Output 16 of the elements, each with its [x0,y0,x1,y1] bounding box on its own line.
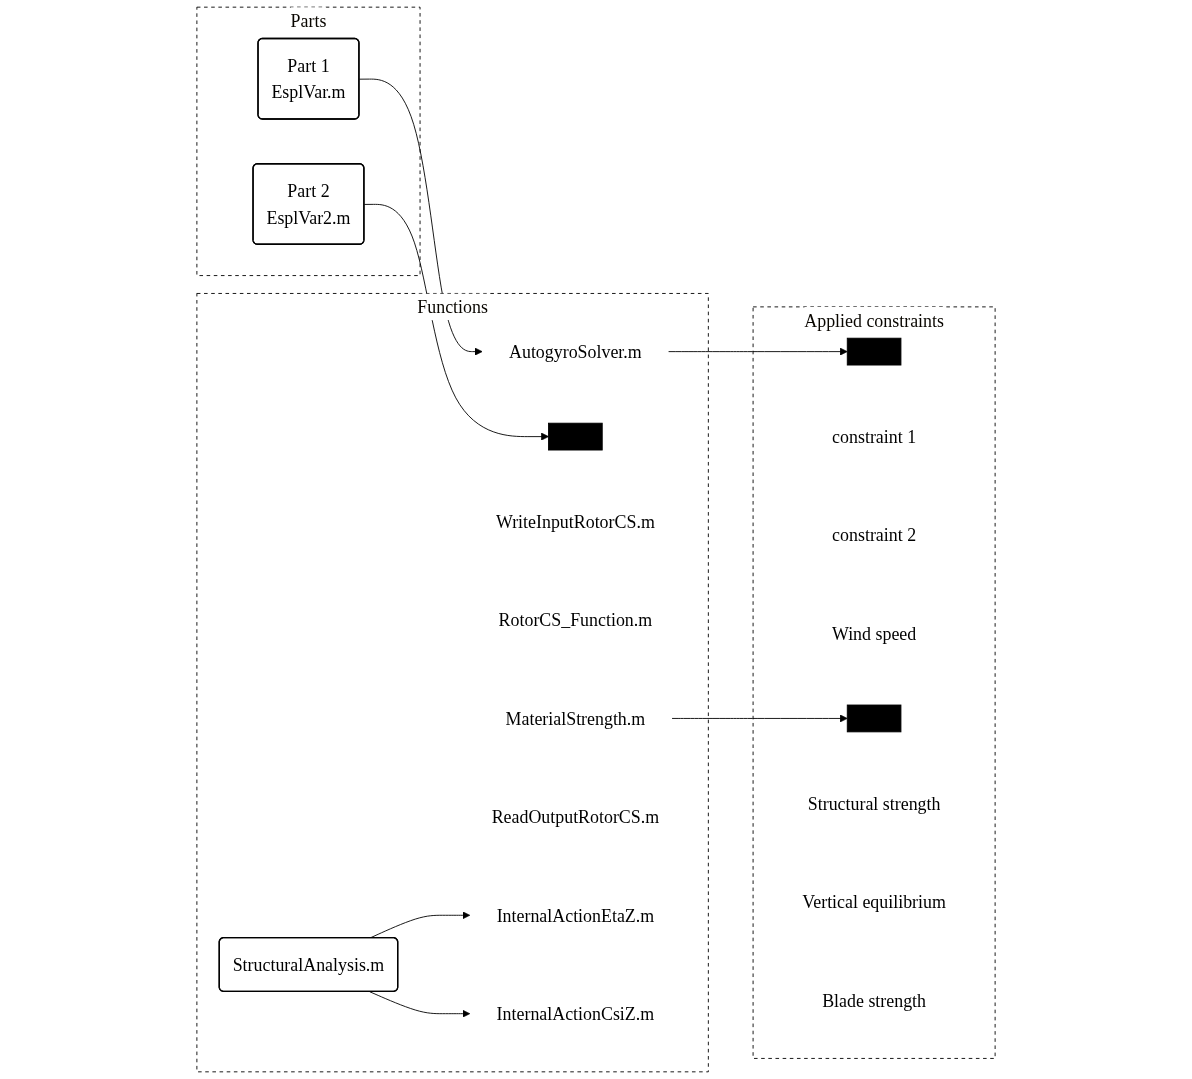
node-text: Wind speed [831,623,917,644]
node-bar [548,422,603,451]
node-text: InternalActionCsiZ.m [496,1003,655,1024]
node-text: WriteInputRotorCS.m [495,511,655,532]
node-text: MaterialStrength.m [505,708,646,729]
node-text: InternalActionEtaZ.m [496,905,655,926]
node-text: constraint 1 [832,426,917,447]
node-bar [846,337,902,366]
node-text: AutogyroSolver.m [509,341,642,362]
node-text: Blade strength [822,990,927,1011]
node-text: Structural strength [807,793,941,814]
node-text: ReadOutputRotorCS.m [491,807,660,827]
node-bar [846,704,902,733]
node-text: Vertical equilibrium [802,892,946,912]
node-text: constraint 2 [832,525,917,545]
node-text: RotorCS_Function.m [498,610,653,630]
